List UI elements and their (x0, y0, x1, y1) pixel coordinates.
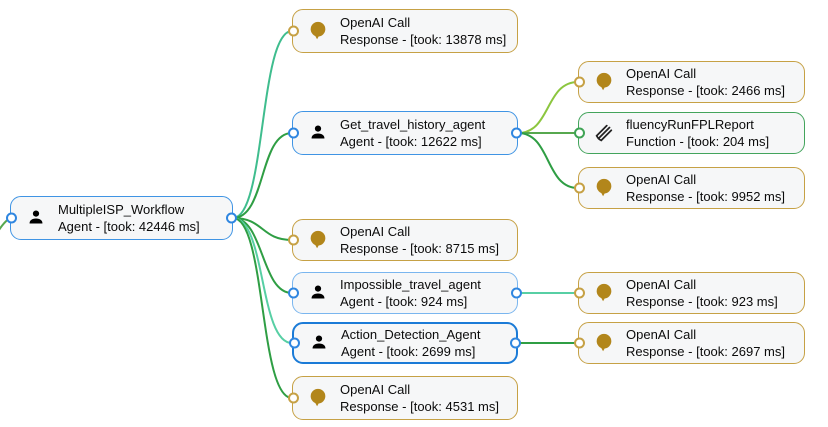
node-title: OpenAI Call (340, 15, 411, 30)
node-title: Impossible_travel_agent (340, 277, 481, 292)
node-subtitle: Agent - [took: 12622 ms] (340, 134, 482, 149)
openai-response-icon (306, 19, 330, 43)
source-handle[interactable] (511, 127, 522, 139)
edge-root-openai-4531[interactable] (232, 217, 293, 399)
node-title: Get_travel_history_agent (340, 117, 486, 132)
openai-response-icon (592, 176, 616, 200)
node-openai-call-4531[interactable]: OpenAI Call Response - [took: 4531 ms] (288, 376, 518, 420)
openai-response-icon (306, 386, 330, 410)
agent-person-icon (306, 121, 330, 145)
node-title: Action_Detection_Agent (341, 327, 481, 342)
node-subtitle: Response - [took: 9952 ms] (626, 189, 785, 204)
node-subtitle: Response - [took: 923 ms] (626, 294, 778, 309)
target-handle[interactable] (288, 287, 299, 299)
target-handle[interactable] (574, 182, 585, 194)
node-openai-call-8715[interactable]: OpenAI Call Response - [took: 8715 ms] (288, 219, 518, 261)
target-handle[interactable] (288, 392, 299, 404)
node-title: OpenAI Call (340, 382, 411, 397)
source-handle[interactable] (226, 212, 237, 224)
target-handle[interactable] (288, 127, 299, 139)
node-subtitle: Response - [took: 8715 ms] (340, 241, 499, 256)
node-subtitle: Response - [took: 2697 ms] (626, 344, 785, 359)
node-title: OpenAI Call (626, 277, 697, 292)
node-openai-call-9952[interactable]: OpenAI Call Response - [took: 9952 ms] (574, 167, 805, 209)
node-title: OpenAI Call (626, 66, 697, 81)
node-fluencyrunfplreport[interactable]: fluencyRunFPLReport Function - [took: 20… (574, 112, 805, 154)
edge-travel-openai-2466[interactable] (517, 81, 579, 134)
node-subtitle: Function - [took: 204 ms] (626, 134, 770, 149)
openai-response-icon (592, 70, 616, 94)
node-title: OpenAI Call (340, 224, 411, 239)
agent-person-icon (24, 206, 48, 230)
node-subtitle: Agent - [took: 42446 ms] (58, 219, 200, 234)
source-handle[interactable] (510, 337, 521, 349)
edge-root-travel-history[interactable] (232, 132, 293, 219)
openai-response-icon (592, 281, 616, 305)
node-title: OpenAI Call (626, 172, 697, 187)
openai-response-icon (306, 228, 330, 252)
node-subtitle: Agent - [took: 2699 ms] (341, 344, 476, 359)
target-handle[interactable] (574, 76, 585, 88)
target-handle[interactable] (288, 234, 299, 246)
target-handle[interactable] (574, 337, 585, 349)
node-title: MultipleISP_Workflow (58, 202, 185, 217)
agent-person-icon (306, 281, 330, 305)
target-handle[interactable] (574, 287, 585, 299)
openai-response-icon (592, 331, 616, 355)
node-title: fluencyRunFPLReport (626, 117, 754, 132)
node-subtitle: Agent - [took: 924 ms] (340, 294, 468, 309)
agent-person-icon (307, 331, 331, 355)
function-scribble-icon (592, 121, 616, 145)
source-handle[interactable] (511, 287, 522, 299)
node-subtitle: Response - [took: 2466 ms] (626, 83, 785, 98)
node-openai-call-2697[interactable]: OpenAI Call Response - [took: 2697 ms] (574, 322, 805, 364)
node-subtitle: Response - [took: 13878 ms] (340, 32, 507, 47)
node-openai-call-2466[interactable]: OpenAI Call Response - [took: 2466 ms] (574, 61, 805, 103)
target-handle[interactable] (289, 337, 300, 349)
target-handle[interactable] (288, 25, 299, 37)
edge-root-openai-8715[interactable] (232, 217, 293, 241)
edge-root-openai-13878[interactable] (232, 30, 293, 219)
node-subtitle: Response - [took: 4531 ms] (340, 399, 499, 414)
node-multipleisp-workflow[interactable]: MultipleISP_Workflow Agent - [took: 4244… (6, 196, 237, 240)
edge-travel-openai-9952[interactable] (517, 132, 579, 189)
node-impossible-travel-agent[interactable]: Impossible_travel_agent Agent - [took: 9… (288, 272, 522, 314)
node-openai-call-13878[interactable]: OpenAI Call Response - [took: 13878 ms] (288, 9, 518, 53)
node-get-travel-history-agent[interactable]: Get_travel_history_agent Agent - [took: … (288, 111, 522, 155)
node-title: OpenAI Call (626, 327, 697, 342)
node-openai-call-923[interactable]: OpenAI Call Response - [took: 923 ms] (574, 272, 805, 314)
target-handle[interactable] (6, 212, 17, 224)
target-handle[interactable] (574, 127, 585, 139)
edge-root-action[interactable] (232, 217, 293, 344)
node-action-detection-agent[interactable]: Action_Detection_Agent Agent - [took: 26… (289, 322, 521, 364)
